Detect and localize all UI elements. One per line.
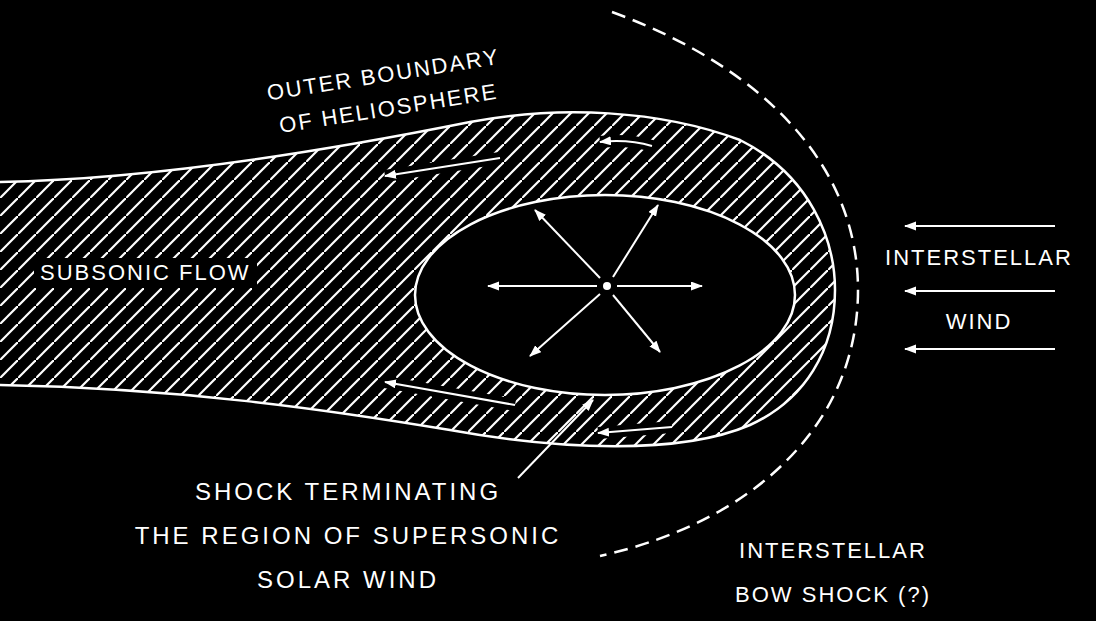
region-label: SUBSONIC FLOW <box>34 258 257 288</box>
wind-label: INTERSTELLAR WIND <box>866 226 1092 354</box>
solar-wind-arrows <box>488 205 702 356</box>
heliosphere-boundary <box>0 112 835 446</box>
leader-line <box>518 400 593 478</box>
bow-shock-label: INTERSTELLAR BOW SHOCK (?) <box>718 529 948 617</box>
shock-label: SHOCK TERMINATING THE REGION OF SUPERSON… <box>106 470 590 602</box>
sun-dot <box>603 282 611 290</box>
flow-arrows <box>385 141 672 433</box>
subsonic-hatching <box>0 112 835 446</box>
bow-shock <box>600 12 858 556</box>
termination-shock <box>415 195 795 395</box>
flow-arrows-backing <box>385 141 672 433</box>
